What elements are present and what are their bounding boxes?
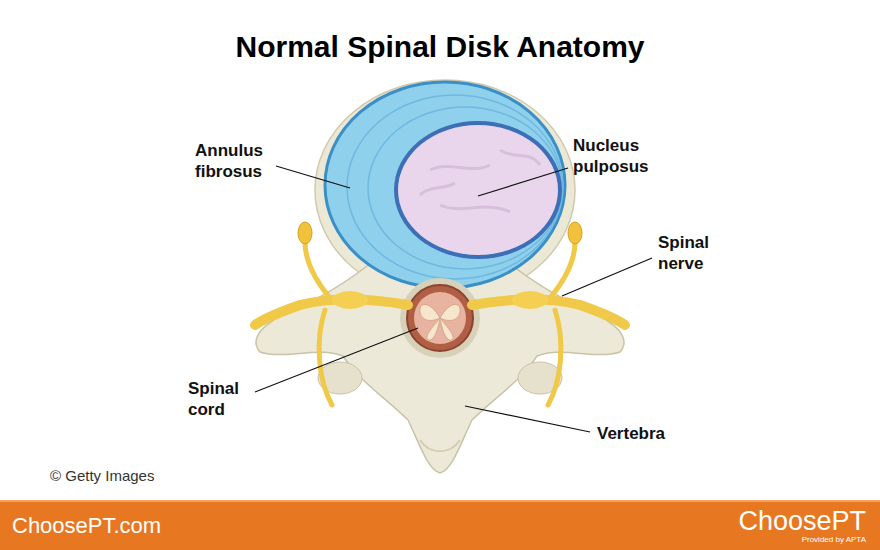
part-label: Spinal nerve (658, 232, 720, 274)
credit-note: © Getty Images (50, 467, 250, 484)
part-label: Annulus fibrosus (195, 140, 277, 182)
logo-text: ChoosePT (738, 507, 866, 535)
part-label: Vertebra (597, 423, 717, 444)
footer-band: ChoosePT.com ChoosePTProvided by APTA (0, 500, 880, 550)
site-url: ChoosePT.com (12, 513, 161, 539)
diagram-title: Normal Spinal Disk Anatomy (0, 30, 880, 64)
part-label: Spinal cord (188, 378, 248, 420)
part-label: Nucleus pulposus (573, 135, 663, 177)
logo-block: ChoosePTProvided by APTA (738, 507, 866, 545)
logo-subtext: Provided by APTA (802, 535, 866, 545)
